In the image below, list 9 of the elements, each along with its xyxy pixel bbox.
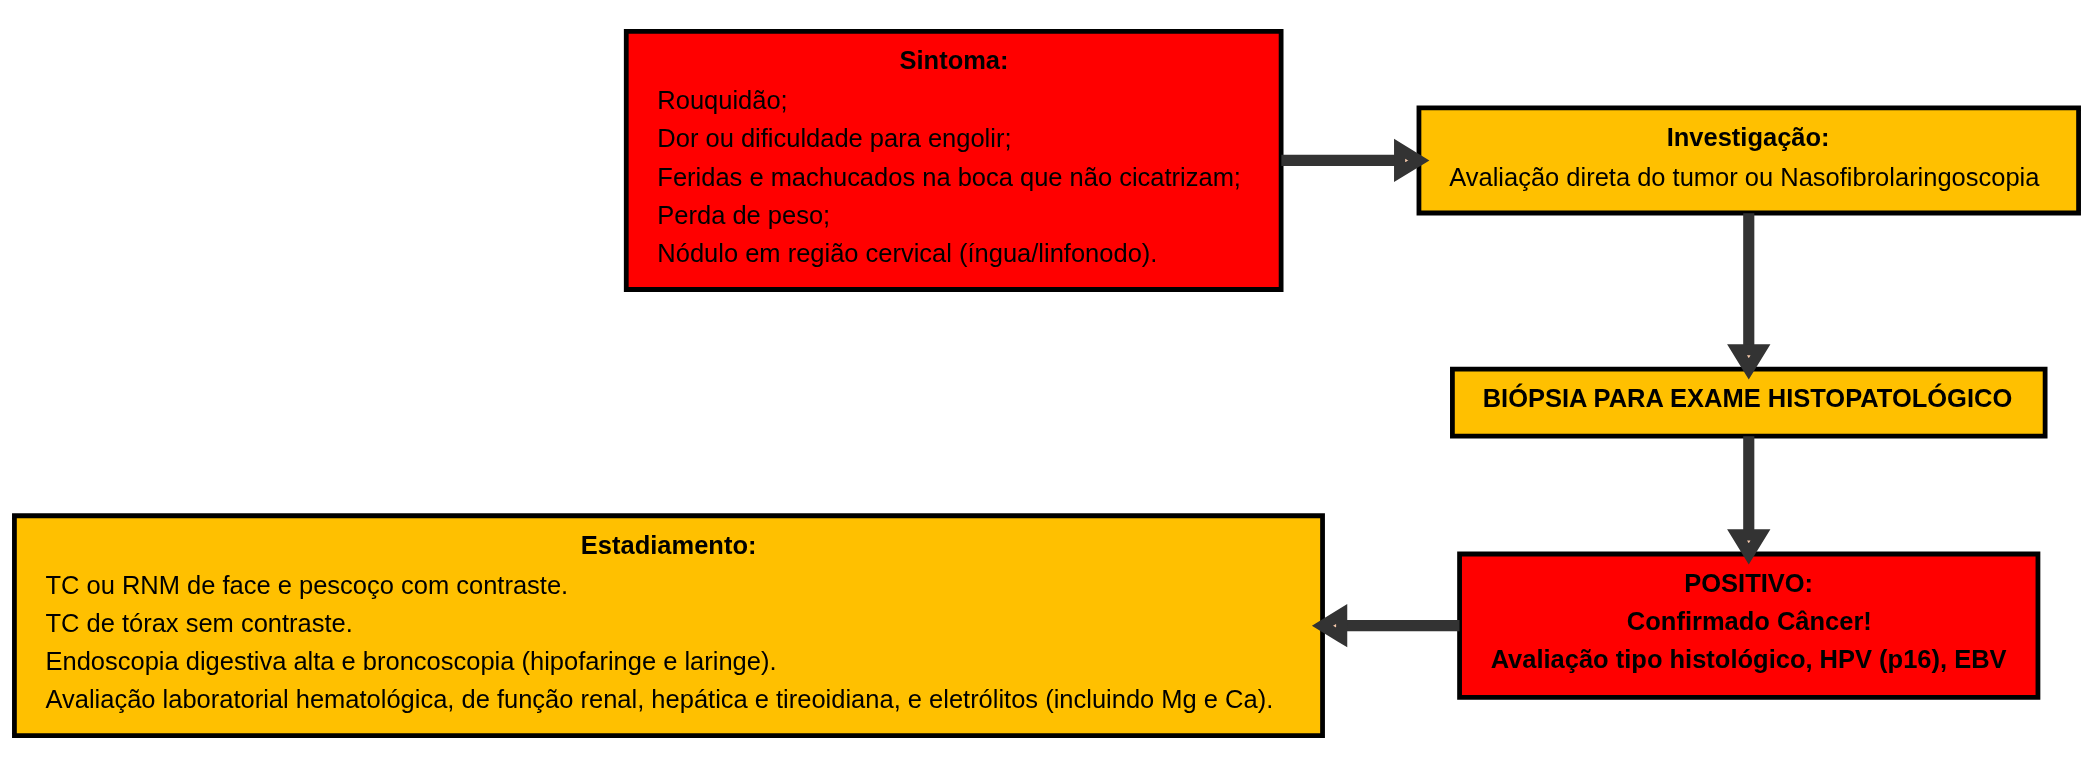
- node-box: BIÓPSIA PARA EXAME HISTOPATOLÓGICO: [1450, 366, 2048, 439]
- node-box: Estadiamento: TC ou RNM de face e pescoço com contraste. TC de tórax sem contraste. Endoscopia digestiva alta e broncoscopia (hipofaringe e laringe). Avaliação laboratorial hematológica, de função renal, hepática e tireoidiana, e eletrólitos (incluindo Mg e Ca).: [12, 513, 1325, 738]
- arrow: [1311, 604, 1460, 648]
- node-box: POSITIVO: Confirmado Câncer! Avaliação tipo histológico, HPV (p16), EBV: [1457, 551, 2041, 700]
- node-box: Investigação: Avaliação direta do tumor ou Nasofibrolaringoscopia: [1416, 105, 2081, 216]
- arrow: [1727, 213, 1771, 380]
- node-box: Sintoma: Rouquidão; Dor ou dificuldade para engolir; Feridas e machucados na boca que não cicatrizam; Perda de peso; Nódulo em região cervical (íngua/linfonodo).: [623, 29, 1284, 292]
- arrow: [1727, 436, 1771, 565]
- arrow: [1281, 138, 1430, 183]
